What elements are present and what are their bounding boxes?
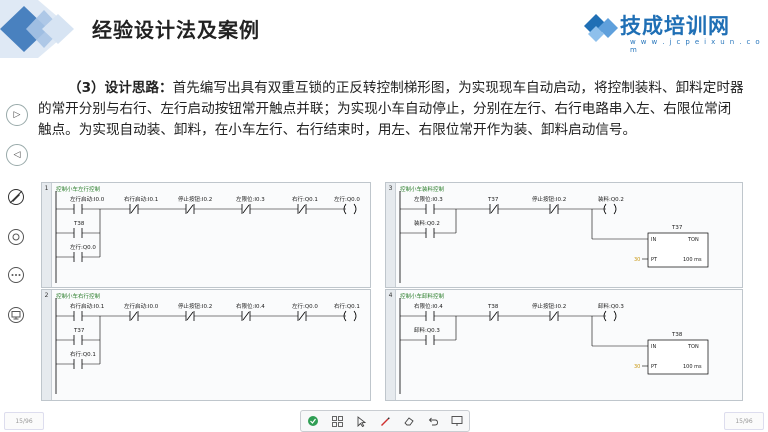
contact-label: T38 <box>73 221 85 227</box>
contact-label: 右限位:I0.4 <box>414 302 443 310</box>
contact-label: T37 <box>73 328 85 334</box>
network-title: 控制小车卸料控制 <box>400 294 445 300</box>
contact-label: 右行:Q0.1 <box>70 350 96 358</box>
contact-label: 卸料:Q0.3 <box>414 326 440 334</box>
contact-label: 右行启动:I0.1 <box>70 302 104 310</box>
contact-label: 停止按钮:I0.2 <box>532 302 566 310</box>
network-number: 2 <box>42 290 52 400</box>
timer-pt: PT <box>651 257 658 263</box>
page-indicator-left[interactable]: 15/96 <box>4 412 44 430</box>
contact-label: 停止按钮:I0.2 <box>178 195 212 203</box>
ladder-network-1: 1 控制小车左行控制 左行启动:I0.0 右行启动:I0.1 停止按钮:I0.2… <box>41 182 371 288</box>
contact-label: 停止按钮:I0.2 <box>532 195 566 203</box>
network-title: 控制小车左行控制 <box>56 187 101 193</box>
logo-text: 技成培训网 <box>620 14 730 38</box>
contact-label: 左限位:I0.3 <box>236 195 265 203</box>
contact-label: 装料:Q0.2 <box>414 219 440 227</box>
timer-type: TON <box>687 344 699 350</box>
timer-name: T38 <box>671 332 683 338</box>
pointer-icon[interactable] <box>354 414 368 428</box>
pen-off-icon[interactable] <box>5 186 27 208</box>
prev-arrow-icon: ▷ <box>13 110 21 120</box>
grid-icon[interactable] <box>330 414 344 428</box>
timer-pt: PT <box>651 364 658 370</box>
network-number: 3 <box>386 183 396 287</box>
timer-name: T37 <box>671 225 683 231</box>
coil-label: 装料:Q0.2 <box>598 195 624 203</box>
paragraph-text: 首先编写出具有双重互锁的正反转控制梯形图，为实现现车自动启动，将控制装料、卸料定… <box>38 80 744 138</box>
timer-unit: 100 ms <box>683 257 702 263</box>
paragraph-label: （3）设计思路： <box>68 80 173 96</box>
contact-label: 右限位:I0.4 <box>236 302 265 310</box>
coil-label: 右行:Q0.1 <box>334 302 360 310</box>
next-page-button[interactable]: ◁ <box>6 144 28 166</box>
pen-icon[interactable] <box>378 414 392 428</box>
contact-label: 左行:Q0.0 <box>70 243 96 251</box>
next-arrow-icon: ◁ <box>13 150 21 160</box>
network-number: 4 <box>386 290 396 400</box>
timer-unit: 100 ms <box>683 364 702 370</box>
slide-title: 经验设计法及案例 <box>92 18 260 42</box>
contact-label: T38 <box>487 304 499 310</box>
ladder-network-4: 4 控制小车卸料控制 右限位:I0.4 T38 停止按钮:I0.2 卸料:Q0.… <box>385 289 743 401</box>
timer-preset: 30 <box>634 364 640 370</box>
timer-preset: 30 <box>634 257 640 263</box>
contact-label: 左行启动:I0.0 <box>70 195 105 203</box>
network-number: 1 <box>42 183 52 287</box>
contact-label: 右行启动:I0.1 <box>124 195 158 203</box>
desktop-icon[interactable] <box>5 304 27 326</box>
contact-label: 右行:Q0.1 <box>292 195 318 203</box>
contact-label: 左行启动:I0.0 <box>124 302 159 310</box>
network-title: 控制小车右行控制 <box>56 294 101 300</box>
logo-url: w w w . j c p e i x u n . c o m <box>630 38 762 54</box>
ladder-network-3: 3 控制小车装料控制 左限位:I0.3 T37 停止按钮:I0.2 装料:Q0.… <box>385 182 743 288</box>
eraser-icon[interactable] <box>402 414 416 428</box>
chat-icon[interactable] <box>306 414 320 428</box>
ladder-network-2: 2 控制小车右行控制 右行启动:I0.1 左行启动:I0.0 停止按钮:I0.2… <box>41 289 371 401</box>
coil-label: 左行:Q0.0 <box>334 195 360 203</box>
logo <box>584 14 618 42</box>
bottom-toolbar <box>300 410 470 432</box>
network-title: 控制小车装料控制 <box>400 187 445 193</box>
design-idea-paragraph: （3）设计思路：首先编写出具有双重互锁的正反转控制梯形图，为实现现车自动启动，将… <box>38 78 744 141</box>
contact-label: 左限位:I0.3 <box>414 195 443 203</box>
header-decoration <box>0 0 74 58</box>
prev-page-button[interactable]: ▷ <box>6 104 28 126</box>
settings-icon[interactable] <box>5 226 27 248</box>
contact-label: T37 <box>487 197 499 203</box>
timer-in: IN <box>651 237 656 243</box>
coil-label: 卸料:Q0.3 <box>598 302 624 310</box>
undo-icon[interactable] <box>426 414 440 428</box>
page-indicator-right[interactable]: 15/96 <box>724 412 764 430</box>
more-icon[interactable] <box>5 264 27 286</box>
timer-type: TON <box>687 237 699 243</box>
contact-label: 停止按钮:I0.2 <box>178 302 212 310</box>
contact-label: 左行:Q0.0 <box>292 302 318 310</box>
timer-in: IN <box>651 344 656 350</box>
board-icon[interactable] <box>450 414 464 428</box>
